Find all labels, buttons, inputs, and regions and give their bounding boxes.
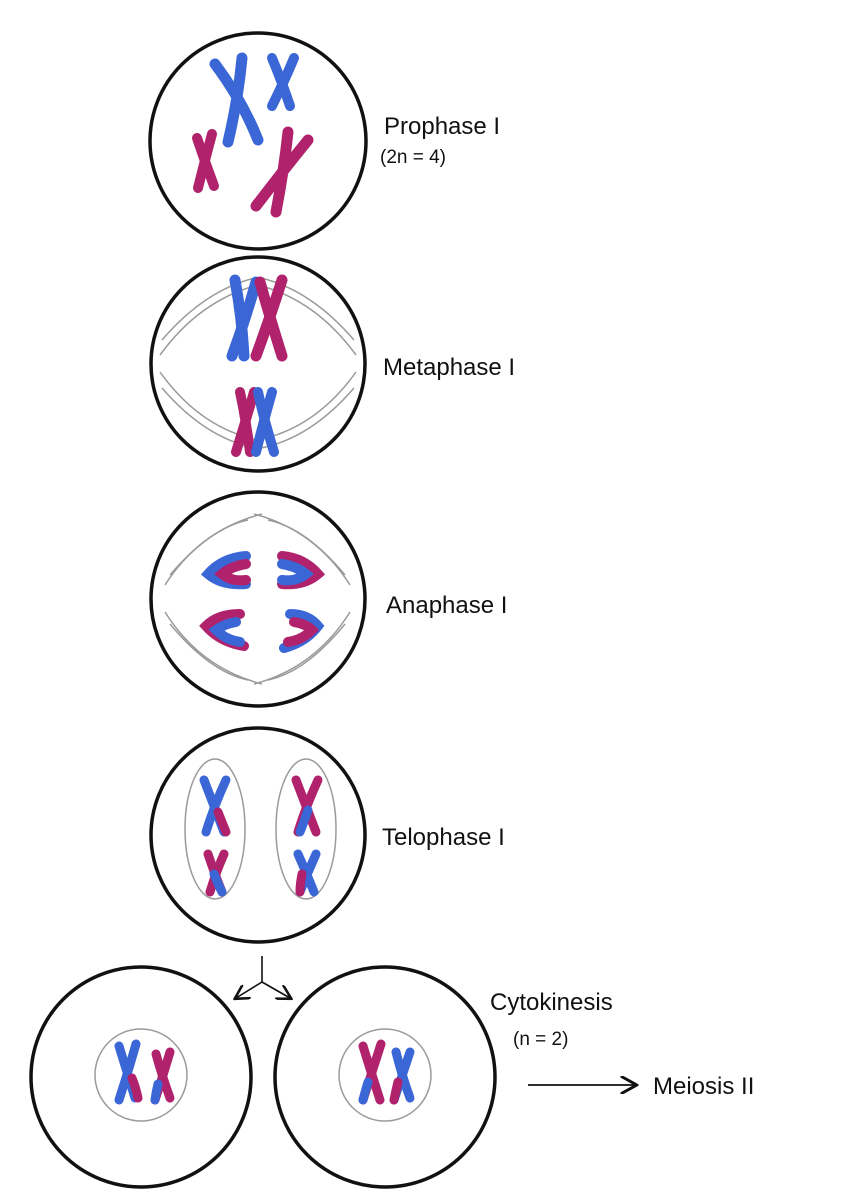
meiosis-ii-label: Meiosis II bbox=[653, 1073, 754, 1100]
prophase-chromosome-blue-small bbox=[267, 53, 299, 111]
prophase-cell bbox=[148, 31, 368, 251]
split-arrow-icon bbox=[236, 956, 290, 998]
prophase-chromosome-magenta-large bbox=[250, 126, 314, 218]
telophase-cell bbox=[149, 726, 367, 944]
anaphase-chromatid-top-left bbox=[200, 551, 251, 590]
prophase-chromosome-blue-large bbox=[209, 52, 264, 148]
telophase-nucleus-left bbox=[184, 758, 246, 900]
prophase-label: Prophase I bbox=[384, 113, 500, 140]
anaphase-chromatid-bottom-right bbox=[279, 609, 325, 653]
prophase-ploidy: (2n = 4) bbox=[380, 147, 446, 168]
telophase-left-chromosomes bbox=[199, 775, 231, 897]
telophase-label: Telophase I bbox=[382, 824, 505, 851]
anaphase-chromatid-bottom-left bbox=[199, 609, 249, 651]
metaphase-pair-bottom bbox=[231, 387, 279, 457]
anaphase-label: Anaphase I bbox=[386, 592, 507, 619]
daughter-nucleus-right bbox=[338, 1028, 432, 1122]
telophase-right-chromosomes bbox=[291, 775, 323, 897]
anaphase-spindle bbox=[164, 513, 351, 685]
daughter-cell-left bbox=[29, 965, 253, 1189]
cytokinesis-ploidy: (n = 2) bbox=[513, 1029, 568, 1050]
daughter-cell-right bbox=[273, 965, 497, 1189]
metaphase-pair-top bbox=[226, 274, 288, 362]
daughter-nucleus-left bbox=[94, 1028, 188, 1122]
daughter-right-chromosomes bbox=[358, 1039, 415, 1105]
metaphase-cell bbox=[149, 255, 367, 473]
daughter-left-chromosomes bbox=[114, 1039, 175, 1105]
prophase-chromosome-magenta-small bbox=[192, 129, 219, 193]
anaphase-chromatid-top-right bbox=[277, 551, 326, 590]
cytokinesis-label: Cytokinesis bbox=[490, 989, 613, 1016]
metaphase-label: Metaphase I bbox=[383, 354, 515, 381]
anaphase-cell bbox=[149, 490, 367, 708]
telophase-nucleus-right bbox=[275, 758, 337, 900]
